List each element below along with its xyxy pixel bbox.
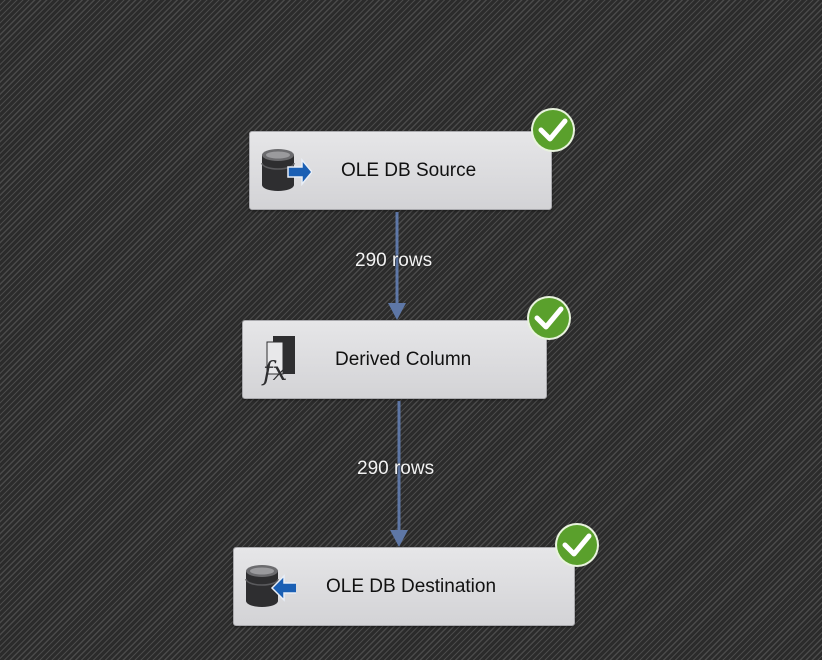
path-row-count-label: 290 rows bbox=[355, 250, 433, 271]
path-source-to-derived[interactable] bbox=[388, 212, 406, 320]
derived-column-fx-icon: fx bbox=[261, 336, 295, 386]
task-label: Derived Column bbox=[335, 348, 472, 370]
svg-text:fx: fx bbox=[261, 357, 288, 386]
task-ole-db-source[interactable]: OLE DB Source bbox=[249, 131, 552, 210]
path-derived-to-destination[interactable] bbox=[390, 401, 408, 547]
success-check-icon bbox=[527, 296, 571, 340]
task-derived-column[interactable]: fx Derived Column bbox=[242, 320, 547, 399]
task-label: OLE DB Source bbox=[341, 159, 477, 181]
task-label: OLE DB Destination bbox=[326, 575, 497, 597]
path-row-count-label: 290 rows bbox=[357, 458, 435, 479]
task-ole-db-destination[interactable]: OLE DB Destination bbox=[233, 547, 575, 626]
database-destination-icon bbox=[245, 565, 296, 607]
success-check-icon bbox=[555, 523, 599, 567]
database-source-icon bbox=[261, 149, 312, 191]
success-check-icon bbox=[531, 108, 575, 152]
